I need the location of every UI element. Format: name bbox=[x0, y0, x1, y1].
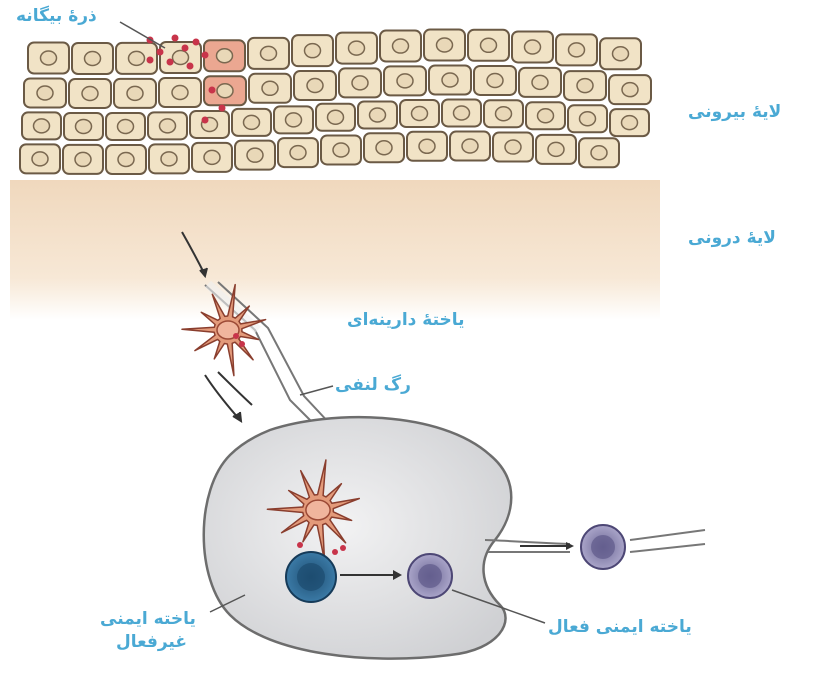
skin-cell-nucleus bbox=[622, 116, 638, 130]
skin-cell-nucleus bbox=[261, 46, 277, 60]
foreign-particle bbox=[239, 341, 245, 347]
skin-cell-nucleus bbox=[82, 86, 98, 100]
skin-cell-nucleus bbox=[307, 79, 323, 93]
foreign-particle bbox=[157, 49, 164, 56]
skin-cell-nucleus bbox=[76, 119, 92, 133]
active-immune-cell bbox=[408, 554, 452, 598]
skin-cell-nucleus bbox=[622, 83, 638, 97]
foreign-particle bbox=[167, 59, 174, 66]
skin-cell-nucleus bbox=[577, 79, 593, 93]
inactive-immune-cell bbox=[286, 552, 336, 602]
foreign-particle bbox=[233, 333, 239, 339]
label-lymph-vessel: رگ لنفی bbox=[335, 375, 411, 396]
skin-cell-nucleus bbox=[290, 146, 306, 160]
skin-cell-nucleus bbox=[305, 44, 321, 58]
skin-cell-nucleus bbox=[217, 84, 233, 98]
skin-cell-nucleus bbox=[129, 51, 145, 65]
skin-cell-nucleus bbox=[442, 73, 458, 87]
outer-layer-cells bbox=[20, 30, 651, 174]
skin-cell-nucleus bbox=[419, 139, 435, 153]
skin-cell-nucleus bbox=[161, 152, 177, 166]
skin-cell-nucleus bbox=[487, 73, 503, 87]
skin-cell-nucleus bbox=[85, 52, 101, 66]
skin-cell-nucleus bbox=[481, 38, 497, 52]
skin-cell-nucleus bbox=[525, 40, 541, 54]
skin-cell-nucleus bbox=[505, 140, 521, 154]
skin-cell-nucleus bbox=[333, 143, 349, 157]
skin-cell-nucleus bbox=[591, 146, 607, 160]
foreign-particle bbox=[332, 549, 338, 555]
foreign-particle bbox=[209, 87, 216, 94]
skin-cell-nucleus bbox=[412, 106, 428, 120]
skin-cell-nucleus bbox=[397, 74, 413, 88]
skin-cell-nucleus bbox=[532, 75, 548, 89]
skin-cell-nucleus bbox=[217, 49, 233, 63]
foreign-particle bbox=[297, 542, 303, 548]
foreign-particle bbox=[187, 63, 194, 70]
skin-cell-nucleus bbox=[160, 119, 176, 133]
foreign-particle bbox=[340, 545, 346, 551]
skin-cell-nucleus bbox=[32, 152, 48, 166]
foreign-particle bbox=[182, 45, 189, 52]
skin-cell-nucleus bbox=[613, 47, 629, 61]
label-foreign-particle: ذرهٔ بیگانه bbox=[16, 6, 97, 27]
skin-cell-nucleus bbox=[172, 86, 188, 100]
skin-cell-nucleus bbox=[352, 76, 368, 90]
skin-cell-nucleus bbox=[393, 39, 409, 53]
foreign-particle bbox=[202, 52, 209, 59]
skin-cell-nucleus bbox=[37, 86, 53, 100]
skin-cell-nucleus bbox=[262, 81, 278, 95]
foreign-particle bbox=[202, 117, 209, 124]
foreign-particle bbox=[172, 35, 179, 42]
skin-cell-nucleus bbox=[349, 41, 365, 55]
foreign-particle bbox=[219, 105, 226, 112]
skin-cell-nucleus bbox=[437, 38, 453, 52]
label-inactive-cell-line1: یاخته ایمنی bbox=[100, 609, 196, 630]
skin-cell-nucleus bbox=[376, 141, 392, 155]
skin-cell-nucleus bbox=[569, 43, 585, 57]
foreign-particle bbox=[147, 57, 154, 64]
skin-cell-nucleus bbox=[75, 152, 91, 166]
skin-cell-nucleus bbox=[34, 119, 50, 133]
skin-cell-nucleus bbox=[548, 142, 564, 156]
skin-cell-nucleus bbox=[462, 139, 478, 153]
label-inner-layer: لایهٔ درونی bbox=[688, 228, 776, 249]
skin-cell-nucleus bbox=[247, 148, 263, 162]
label-outer-layer: لایهٔ بیرونی bbox=[688, 102, 781, 123]
inner-layer-dermis bbox=[10, 180, 660, 320]
skin-cell-nucleus bbox=[538, 109, 554, 123]
skin-cell-nucleus bbox=[244, 115, 260, 129]
skin-cell-nucleus bbox=[204, 150, 220, 164]
skin-cell-nucleus bbox=[454, 106, 470, 120]
dendritic-cell-nucleus bbox=[306, 500, 330, 520]
skin-cell-nucleus bbox=[173, 51, 189, 65]
label-inactive-cell-line2: غیرفعال bbox=[116, 632, 187, 653]
skin-cell-nucleus bbox=[496, 107, 512, 121]
foreign-particle bbox=[193, 39, 200, 46]
label-dendritic-cell: یاختهٔ دارینه‌ای bbox=[347, 310, 465, 331]
skin-cell-nucleus bbox=[127, 86, 143, 100]
label-active-cell: یاخته ایمنی فعال bbox=[548, 617, 692, 638]
skin-cell-nucleus bbox=[328, 110, 344, 124]
skin-cell-nucleus bbox=[286, 113, 302, 127]
lymph-node bbox=[204, 417, 512, 658]
skin-cell-nucleus bbox=[370, 108, 386, 122]
skin-cell-nucleus bbox=[118, 119, 134, 133]
active-immune-cell-in-vessel bbox=[581, 525, 625, 569]
skin-cell-nucleus bbox=[118, 152, 134, 166]
skin-cell-nucleus bbox=[580, 112, 596, 126]
skin-cell-nucleus bbox=[41, 51, 57, 65]
